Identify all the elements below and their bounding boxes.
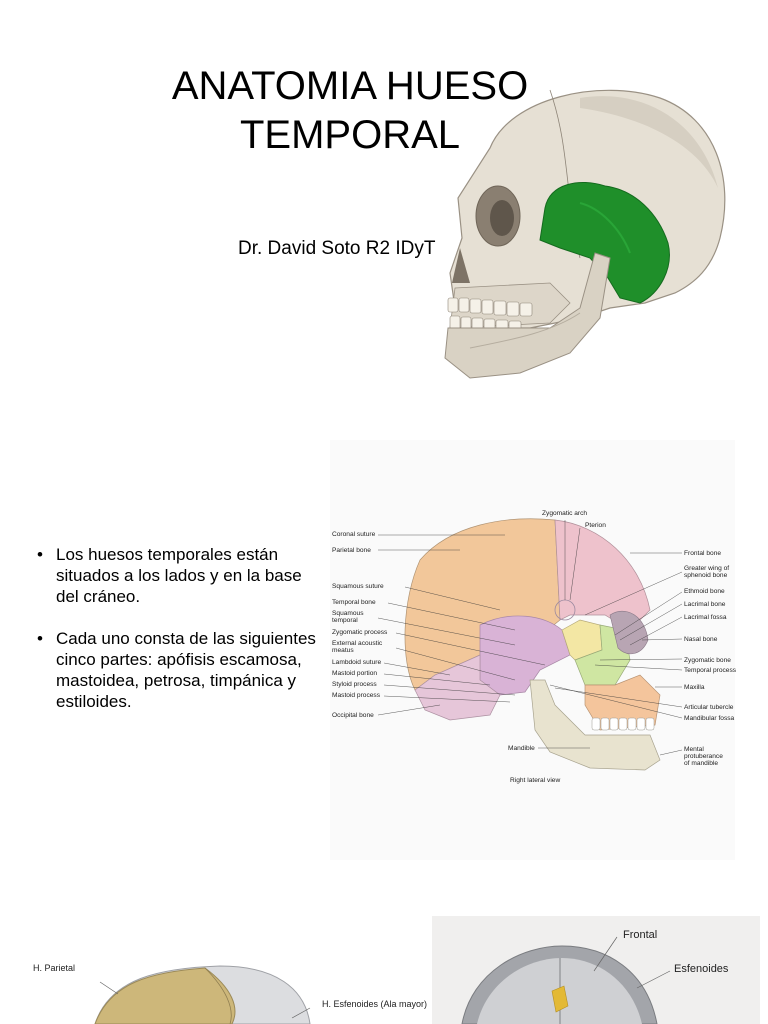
label-zygomatic-process: Zygomatic process (332, 629, 388, 636)
label-temporal-bone: Temporal bone (332, 599, 376, 606)
label-h-esfenoides: H. Esfenoides (Ala mayor) (322, 999, 428, 1009)
frontal-region (554, 519, 651, 631)
bullet-item: Cada uno consta de las siguientes cinco … (36, 628, 321, 712)
label-squamous-temporal: Squamous temporal (332, 610, 364, 624)
label-lacrimal-bone: Lacrimal bone (684, 601, 726, 608)
label-esfenoides: Esfenoides (674, 963, 729, 975)
label-lambdoid-suture: Lambdoid suture (332, 659, 382, 666)
figure-caption: Right lateral view (510, 777, 561, 784)
label-parietal-bone: Parietal bone (332, 547, 371, 554)
label-mastoid-process: Mastoid process (332, 692, 381, 699)
label-occipital-bone: Occipital bone (332, 712, 374, 719)
label-zygomatic-arch: Zygomatic arch (542, 510, 588, 517)
label-mandibular-fossa: Mandibular fossa (684, 715, 735, 722)
label-ethmoid-bone: Ethmoid bone (684, 588, 725, 595)
bullet-item: Los huesos temporales están situados a l… (36, 544, 321, 607)
label-styloid-process: Styloid process (332, 681, 377, 688)
label-mandible: Mandible (508, 745, 535, 752)
label-temporal-process: Temporal process (684, 667, 737, 674)
parietal-highlight (94, 967, 236, 1024)
cranial-base-illustration: Frontal Esfenoides (432, 916, 760, 1024)
author-subtitle: Dr. David Soto R2 IDyT (238, 238, 436, 259)
label-mental-protuberance: Mental protuberance of mandible (684, 746, 723, 767)
maxilla-region (584, 674, 661, 731)
title-line-1: ANATOMIA HUESO (171, 64, 529, 108)
slide-title: ANATOMIA HUESO TEMPORAL (120, 62, 580, 160)
label-pterion: Pterion (585, 522, 606, 529)
label-articular-tubercle: Articular tubercle (684, 704, 734, 711)
temporal-bone-highlight (539, 181, 670, 304)
label-coronal-suture: Coronal suture (332, 531, 376, 538)
skull-lateral-diagram: Coronal suture Parietal bone Squamous su… (330, 440, 737, 860)
title-line-2: TEMPORAL (239, 113, 461, 157)
skull-top-illustration: H. Parietal H. Esfenoides (Ala mayor) (0, 948, 430, 1024)
occipital-region (414, 654, 501, 721)
label-h-parietal: H. Parietal (33, 963, 76, 973)
mandible-region (529, 679, 661, 771)
label-external-acoustic-meatus: External acoustic meatus (332, 640, 383, 654)
label-zygomatic-bone: Zygomatic bone (684, 657, 731, 664)
label-nasal-bone: Nasal bone (684, 636, 718, 643)
skull-illustration (430, 78, 740, 388)
label-frontal-bone: Frontal bone (684, 550, 722, 557)
temporal-region (479, 615, 571, 696)
label-mastoid-portion: Mastoid portion (332, 670, 378, 677)
label-greater-wing-sphenoid: Greater wing of sphenoid bone (684, 565, 730, 579)
label-maxilla: Maxilla (684, 684, 705, 691)
label-frontal: Frontal (623, 929, 658, 941)
label-lacrimal-fossa: Lacrimal fossa (684, 614, 727, 621)
label-squamous-suture: Squamous suture (332, 583, 384, 590)
bullet-list: Los huesos temporales están situados a l… (36, 544, 321, 733)
mandible (444, 252, 611, 379)
